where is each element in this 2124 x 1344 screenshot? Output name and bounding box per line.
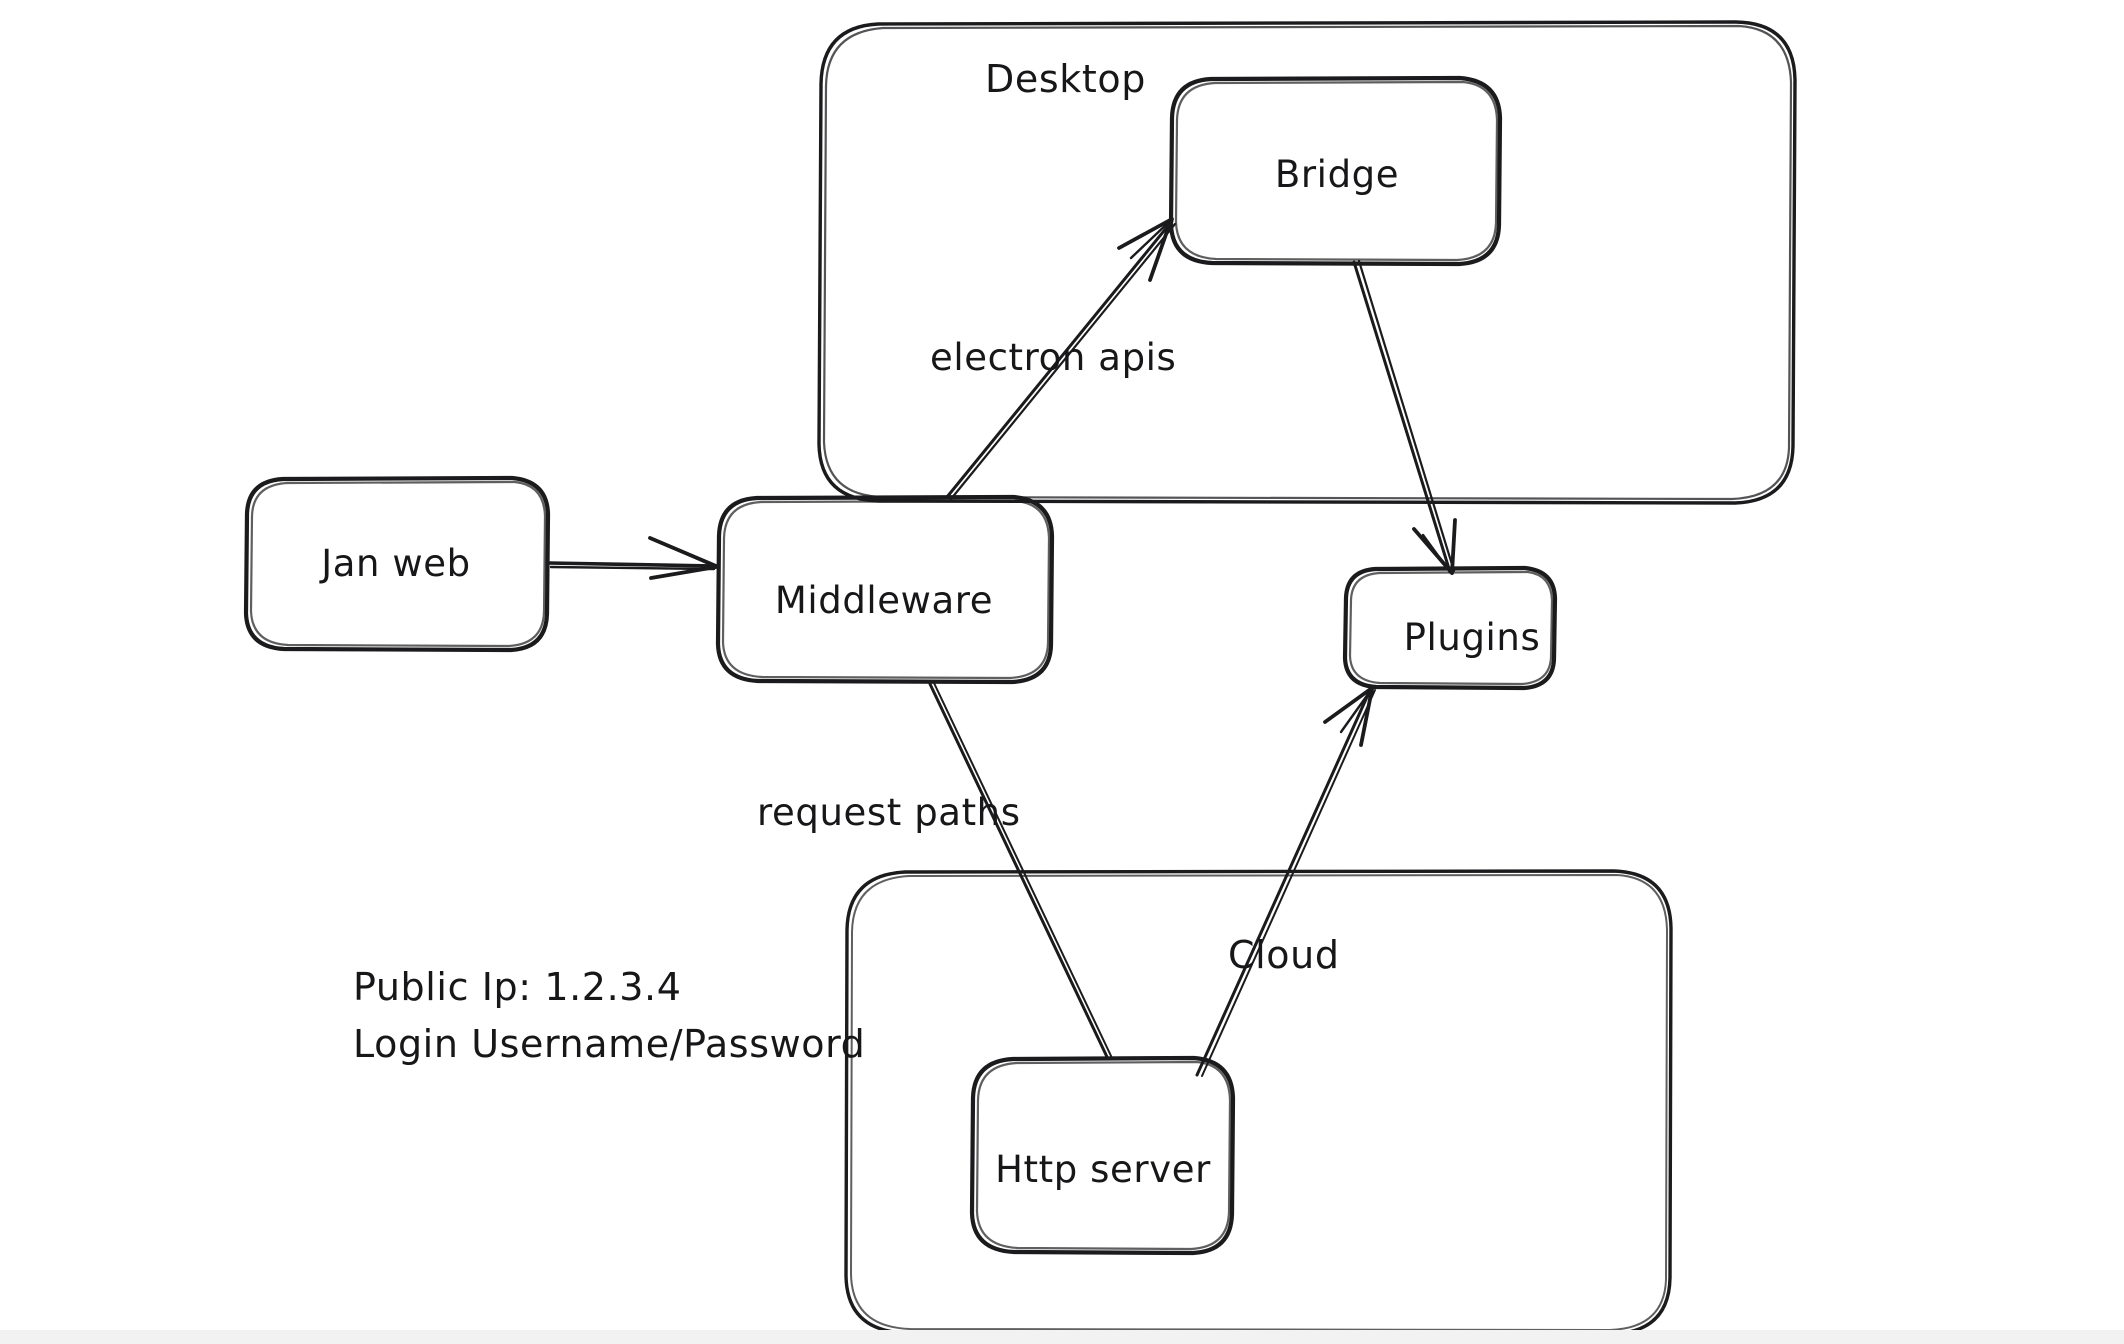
cloud-container-border-second-pass (850, 874, 1668, 1331)
edge-middleware-to-bridge[interactable] (945, 217, 1177, 501)
bridge-box-border (1168, 75, 1503, 267)
edge-line (928, 682, 1110, 1061)
cloud-container-label: Cloud (1228, 933, 1340, 977)
edge-label-electron-apis: electron apis (930, 336, 1176, 379)
node-bridge[interactable]: Bridge (1168, 75, 1503, 267)
http-server-box-border (969, 1055, 1236, 1256)
edge-line (1195, 686, 1373, 1077)
note-line-login: Login Username/Password (353, 1022, 865, 1066)
bridge-box-border-second-pass (1174, 80, 1499, 262)
desktop-container-label: Desktop (985, 57, 1146, 101)
arrow-head-lower-left (1117, 217, 1174, 250)
arrow-head-extra (1339, 688, 1373, 734)
arrow-head-lower (649, 565, 718, 580)
plugins-box-border (1342, 565, 1558, 691)
edge-jan-web-to-middleware[interactable] (547, 536, 718, 580)
edge-line-second-pass (933, 682, 1113, 1059)
http-server-box-border-second-pass (975, 1060, 1232, 1251)
desktop-container-border (817, 20, 1797, 505)
arrow-head-lower-left (1323, 686, 1374, 724)
bridge-label: Bridge (1275, 153, 1399, 196)
jan-web-label: Jan web (319, 542, 471, 585)
bottom-edge-strip (0, 1330, 2124, 1344)
middleware-box-border-second-pass (721, 499, 1051, 680)
node-http-server[interactable]: Http server (969, 1055, 1236, 1256)
http-server-label: Http server (995, 1148, 1211, 1191)
arrow-head-lower-right (1359, 687, 1374, 747)
edge-line (945, 219, 1174, 499)
edge-line (1352, 260, 1452, 574)
arrow-head-right (1450, 518, 1457, 575)
plugins-box-border-second-pass (1348, 570, 1554, 686)
jan-web-box-border-second-pass (249, 480, 547, 648)
plugins-label: Plugins (1404, 616, 1541, 659)
note-line-public-ip: Public Ip: 1.2.3.4 (353, 965, 682, 1009)
jan-web-box-border (243, 475, 551, 653)
edge-line-second-pass (949, 222, 1177, 501)
middleware-box-border (715, 494, 1055, 685)
node-plugins[interactable]: Plugins (1342, 565, 1558, 691)
edge-label-request-paths: request paths (757, 791, 1021, 834)
arrow-head-extra (1129, 219, 1172, 260)
edge-line-second-pass (549, 565, 716, 571)
edge-line (547, 561, 718, 568)
edge-middleware-to-http-server[interactable] (928, 682, 1113, 1061)
edge-line-second-pass (1201, 689, 1376, 1077)
node-middleware[interactable]: Middleware (715, 494, 1055, 685)
arrow-head-upper-second (660, 541, 716, 568)
node-jan-web[interactable]: Jan web (243, 475, 551, 653)
edge-line-second-pass (1357, 259, 1456, 573)
note-public-ip: Public Ip: 1.2.3.4 Login Username/Passwo… (353, 965, 865, 1066)
edge-http-server-to-plugins[interactable] (1195, 686, 1376, 1077)
edge-bridge-to-plugins[interactable] (1352, 259, 1457, 575)
arrow-head-extra (1421, 533, 1452, 574)
middleware-label: Middleware (775, 579, 993, 622)
arrow-head-lower-right (1148, 218, 1173, 282)
